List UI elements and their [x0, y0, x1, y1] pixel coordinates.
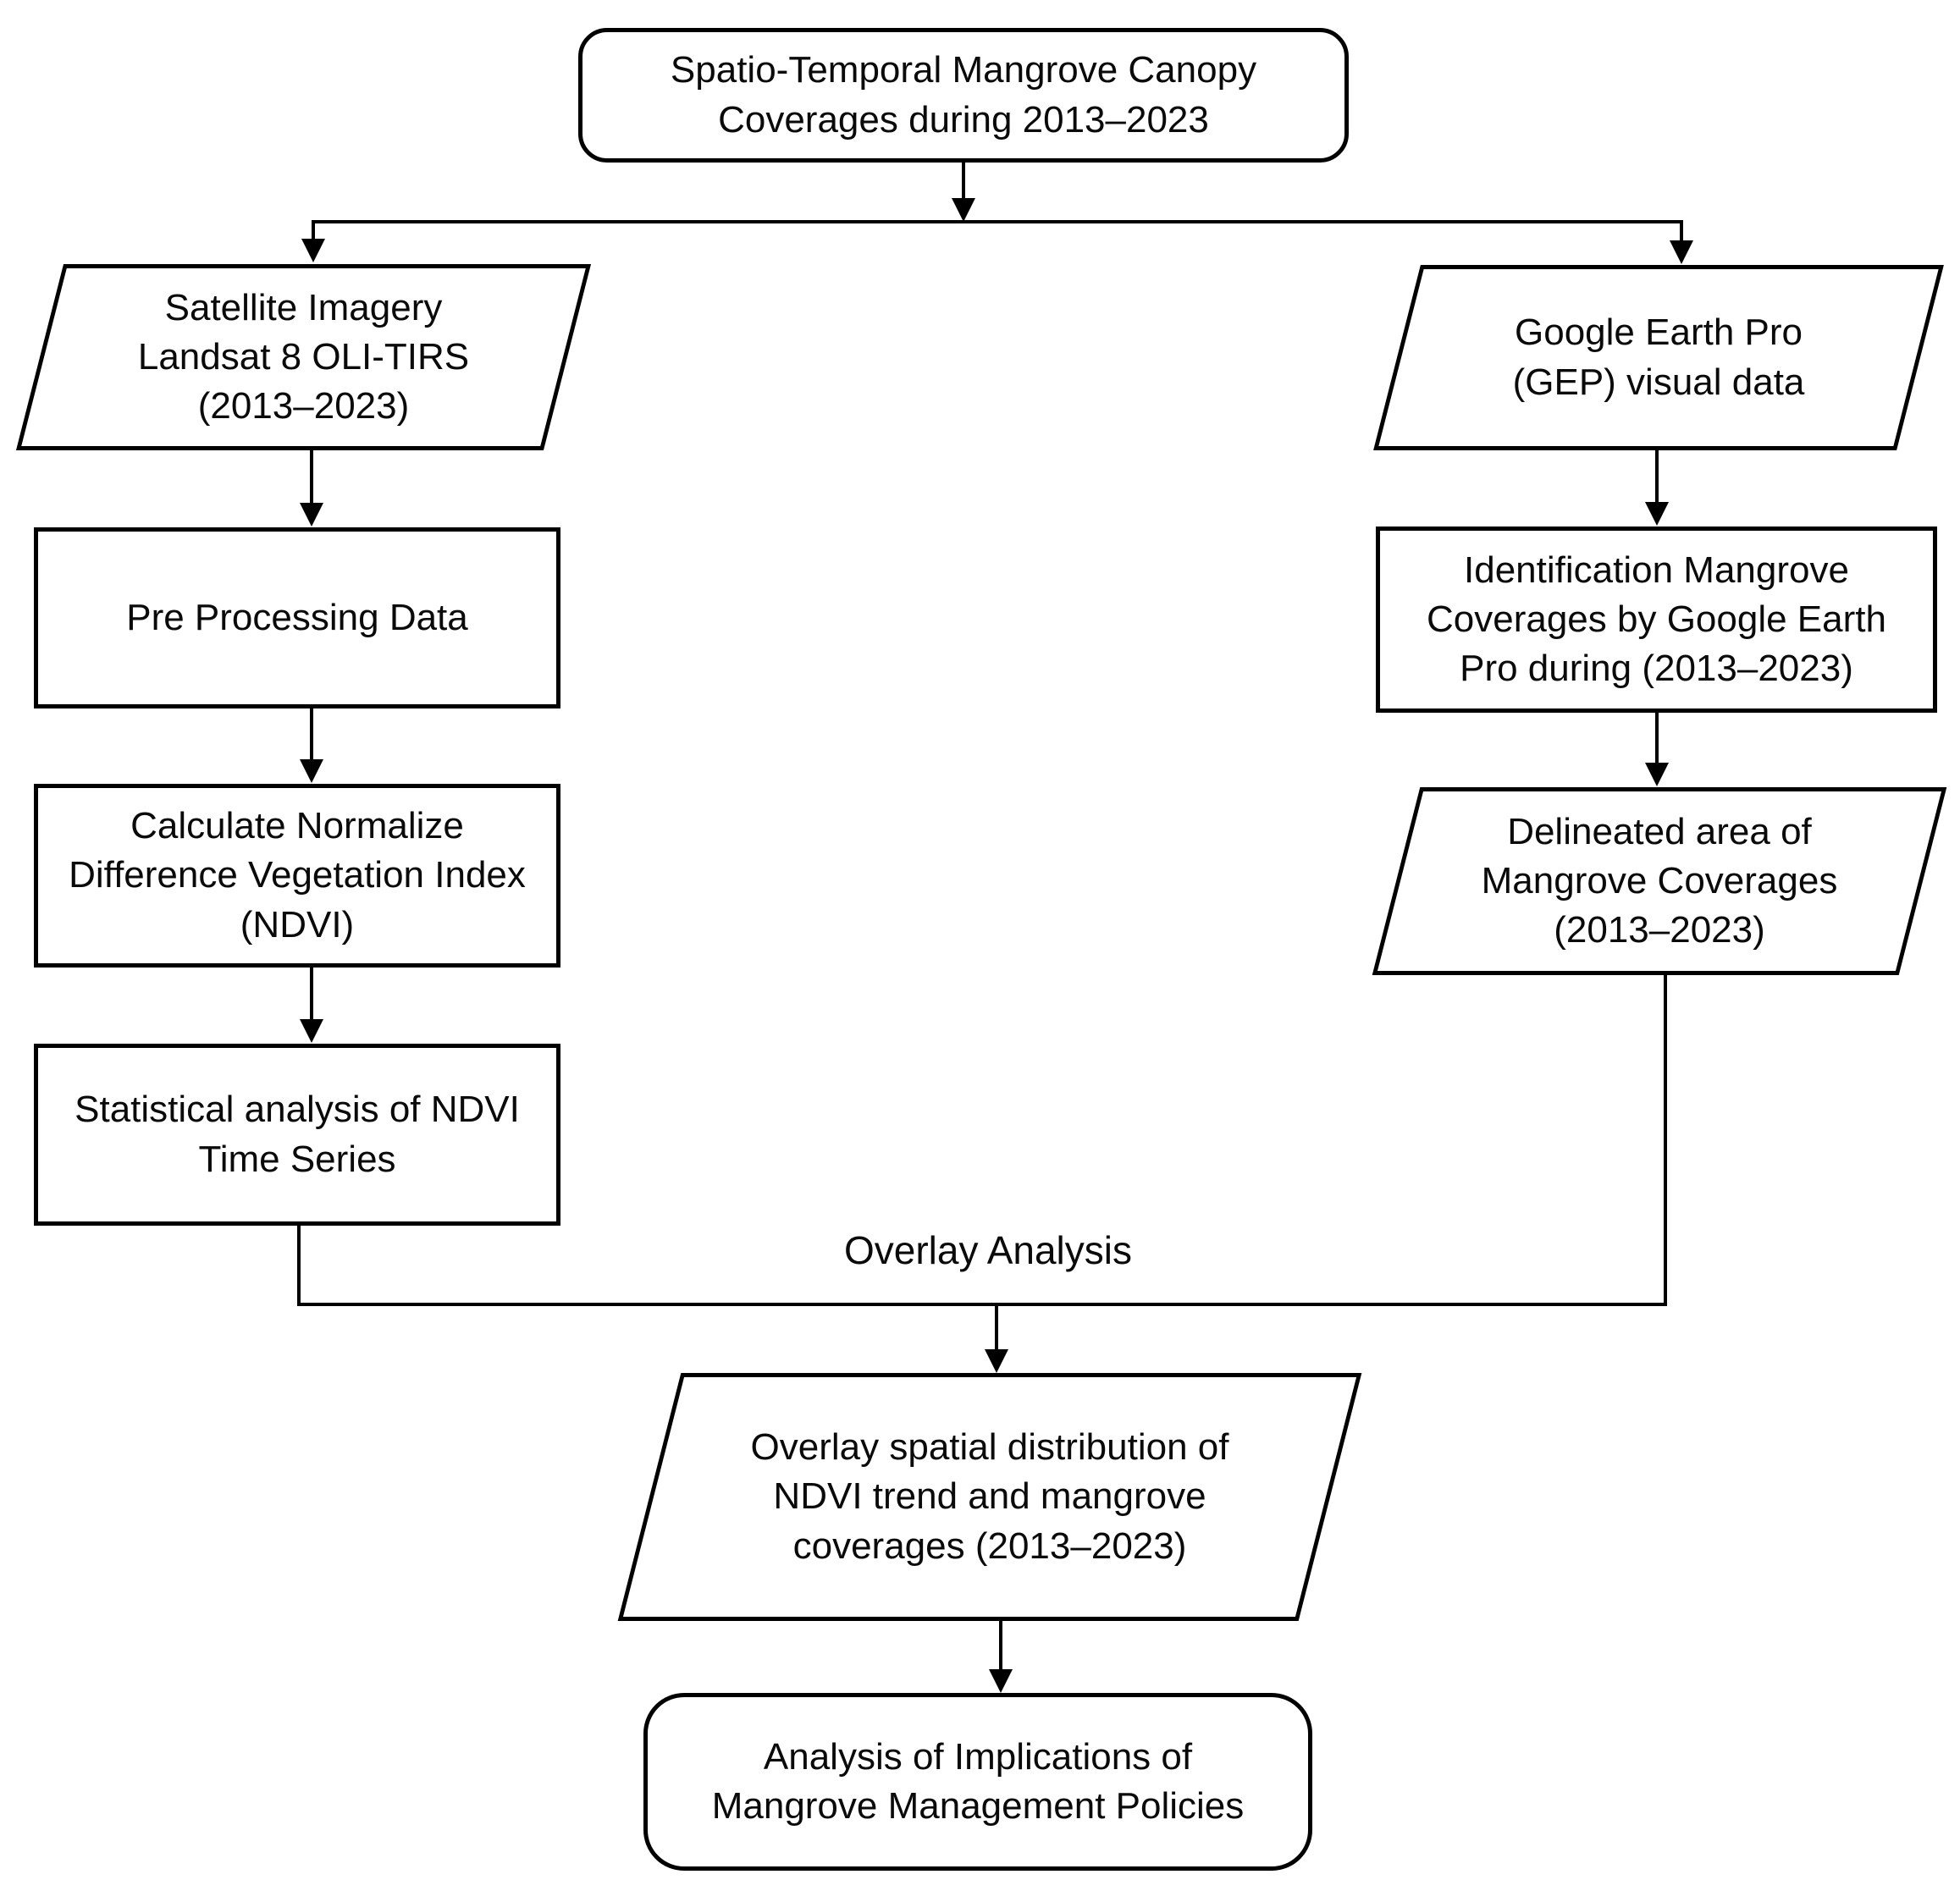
node-preprocessing: Pre Processing Data	[34, 527, 560, 708]
node-statistical-analysis: Statistical analysis of NDVI Time Series	[34, 1044, 560, 1226]
node-identification-label: Identification Mangrove Coverages by Goo…	[1427, 549, 1886, 690]
edge-overlay-result-to-analysis	[989, 1621, 1013, 1693]
node-satellite-imagery: Satellite Imagery Landsat 8 OLI-TIRS (20…	[15, 264, 592, 450]
node-calculate-ndvi-label: Calculate Normalize Difference Vegetatio…	[69, 805, 526, 946]
node-statistical-analysis-label: Statistical analysis of NDVI Time Series	[75, 1089, 520, 1180]
edge-identification-to-delineated	[1645, 713, 1669, 786]
node-overlay-result: Overlay spatial distribution of NDVI tre…	[617, 1373, 1362, 1621]
edge-ndvi-to-statistical	[300, 968, 323, 1043]
edge-merge-to-overlay-result	[985, 1304, 1008, 1373]
edge-branch-to-satellite	[301, 220, 325, 262]
edge-gep-to-identification	[1645, 450, 1669, 526]
edge-satellite-to-preprocessing	[300, 450, 323, 527]
node-title: Spatio-Temporal Mangrove Canopy Coverage…	[578, 28, 1349, 163]
node-identification: Identification Mangrove Coverages by Goo…	[1376, 527, 1937, 713]
edge-preprocessing-to-ndvi	[300, 708, 323, 783]
node-google-earth-pro-label: Google Earth Pro (GEP) visual data	[1512, 311, 1805, 403]
edge-branch-to-gep	[1670, 220, 1693, 264]
node-google-earth-pro: Google Earth Pro (GEP) visual data	[1373, 265, 1944, 450]
node-analysis-implications-label: Analysis of Implications of Mangrove Man…	[711, 1735, 1245, 1827]
node-analysis-implications: Analysis of Implications of Mangrove Man…	[643, 1693, 1312, 1871]
node-title-label: Spatio-Temporal Mangrove Canopy Coverage…	[670, 49, 1257, 141]
node-delineated-area-label: Delineated area of Mangrove Coverages (2…	[1481, 810, 1838, 951]
node-satellite-imagery-label: Satellite Imagery Landsat 8 OLI-TIRS (20…	[137, 286, 470, 427]
edge-overlay-merge	[297, 975, 1667, 1306]
node-delineated-area: Delineated area of Mangrove Coverages (2…	[1372, 787, 1947, 975]
node-overlay-result-label: Overlay spatial distribution of NDVI tre…	[750, 1426, 1229, 1567]
node-calculate-ndvi: Calculate Normalize Difference Vegetatio…	[34, 784, 560, 968]
overlay-analysis-label: Overlay Analysis	[843, 1228, 1132, 1272]
edge-title-to-branch	[313, 163, 1681, 223]
node-preprocessing-label: Pre Processing Data	[126, 596, 468, 638]
